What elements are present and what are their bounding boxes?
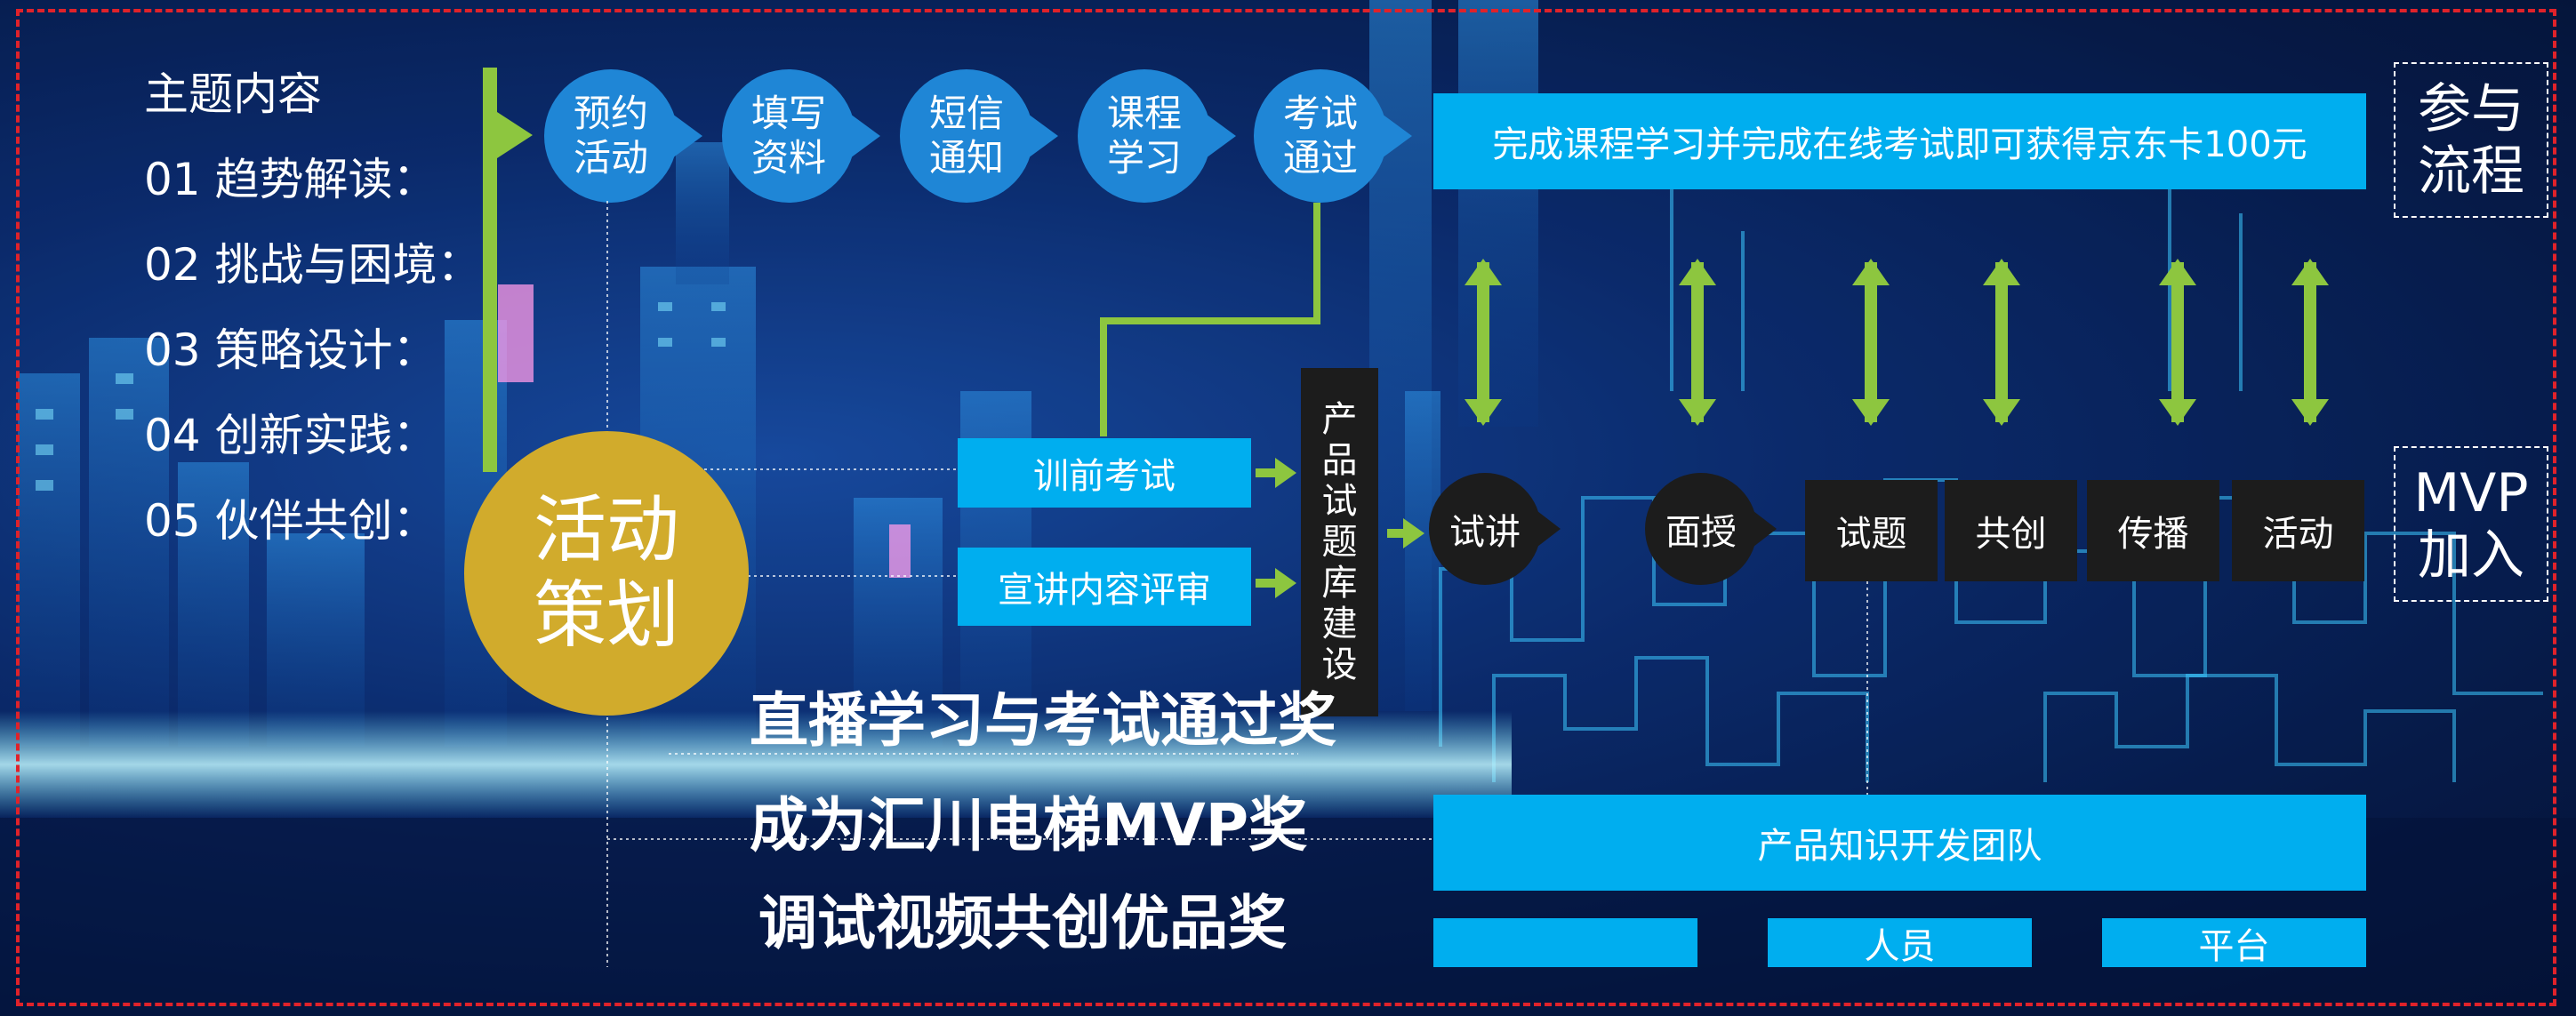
step-2-line1: 填写 (750, 92, 826, 135)
step-fill-info: 填写资料 (722, 69, 880, 203)
step-3-line1: 短信 (928, 92, 1004, 135)
trial-lecture-circle: 试讲 (1429, 473, 1561, 585)
pre-training-exam-box: 训前考试 (958, 438, 1251, 508)
right-arrow-icon (1256, 458, 1296, 488)
team-bar-people: 人员 (1768, 918, 2032, 967)
plan-line1: 活动 (533, 488, 679, 572)
reward-banner: 完成课程学习并完成在线考试即可获得京东卡100元 (1433, 93, 2366, 189)
topic-item-4: 04 创新实践： (144, 410, 437, 461)
step-5-line2: 通过 (1282, 136, 1358, 180)
mvp-box-questions: 试题 (1805, 480, 1938, 581)
question-bank-box: 产品试题库建设 (1301, 368, 1378, 716)
topic-list-title: 主题内容 (144, 68, 322, 120)
mvp-box-activity: 活动 (2232, 480, 2364, 581)
step-sms-notice: 短信通知 (900, 69, 1058, 203)
product-knowledge-team: 产品知识开发团队 (1433, 795, 2366, 891)
topic-item-2: 02 挑战与困境： (144, 239, 482, 291)
plan-line2: 策划 (533, 573, 679, 658)
content-review-box: 宣讲内容评审 (958, 548, 1251, 626)
step-4-line1: 课程 (1106, 92, 1182, 135)
team-bar-blank (1433, 918, 1697, 967)
step-3-line2: 通知 (928, 136, 1004, 180)
participate-line2: 流程 (2418, 140, 2524, 203)
topic-item-1: 01 趋势解读： (144, 154, 437, 205)
mvp-line2: 加入 (2418, 524, 2524, 587)
right-arrow-icon (1387, 518, 1424, 548)
topic-item-3: 03 策略设计： (144, 324, 437, 376)
mvp-line1: MVP (2413, 461, 2529, 524)
award-video-cocreate: 调试视频共创优品奖 (758, 889, 1287, 957)
topic-item-5: 05 伙伴共创： (144, 495, 437, 547)
step-book-activity: 预约活动 (544, 69, 702, 203)
double-arrow-icon (1852, 259, 1890, 426)
topic-divider-bar (483, 68, 497, 472)
topic-list: 主题内容 01 趋势解读： 02 挑战与困境： 03 策略设计： 04 创新实践… (144, 52, 482, 564)
double-arrow-icon (1465, 259, 1502, 426)
participate-line1: 参与 (2418, 77, 2524, 140)
team-bar-platform: 平台 (2102, 918, 2366, 967)
activity-planning-circle: 活动策划 (464, 431, 749, 716)
participate-process-label: 参与流程 (2394, 62, 2548, 218)
double-arrow-icon (2291, 259, 2329, 426)
step-course-study: 课程学习 (1078, 69, 1236, 203)
connector-line (1100, 317, 1320, 324)
award-live-study: 直播学习与考试通过奖 (750, 686, 1336, 755)
topic-arrow-icon (497, 112, 533, 158)
double-arrow-icon (1983, 259, 2020, 426)
dashed-red-frame (16, 9, 2556, 1006)
step-2-line2: 资料 (750, 136, 826, 180)
step-5-line1: 考试 (1282, 92, 1358, 135)
mvp-box-spread: 传播 (2087, 480, 2219, 581)
double-arrow-icon (1679, 259, 1716, 426)
right-arrow-icon (1256, 568, 1296, 598)
step-1-line1: 预约 (573, 92, 648, 135)
mvp-box-cocreate: 共创 (1945, 480, 2077, 581)
question-bank-label: 产品试题库建设 (1321, 399, 1358, 685)
step-pass-exam: 考试通过 (1254, 69, 1412, 203)
connector-line (1100, 317, 1107, 436)
step-4-line2: 学习 (1106, 136, 1182, 180)
step-1-line2: 活动 (573, 136, 648, 180)
award-mvp: 成为汇川电梯MVP奖 (750, 791, 1308, 860)
double-arrow-icon (2159, 259, 2196, 426)
connector-line (1313, 203, 1320, 324)
face-teaching-circle: 面授 (1645, 473, 1777, 585)
